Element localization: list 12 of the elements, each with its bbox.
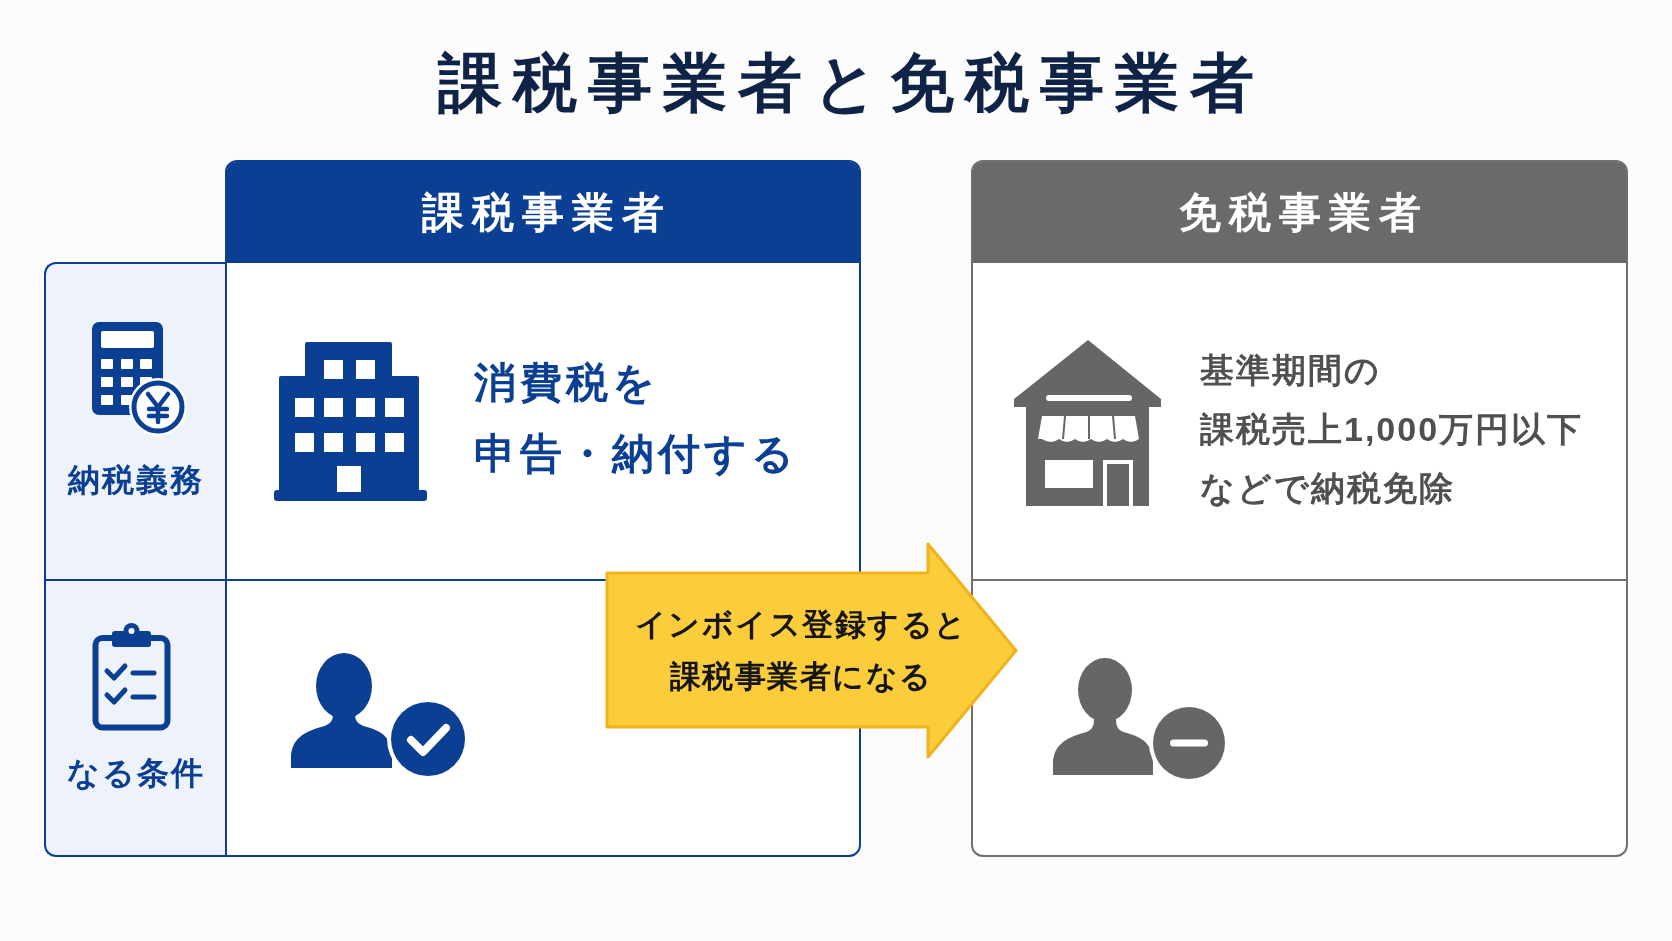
block-arrow (605, 542, 1018, 759)
row-label: なる条件 (66, 754, 205, 793)
description-text: 消費税を申告・納付する (474, 358, 798, 479)
column-panel (971, 160, 1628, 857)
arrow-text: インボイス登録すると課税事業者になる (634, 606, 968, 696)
row-label: 納税義務 (67, 461, 204, 500)
row-header (44, 581, 225, 857)
column-header: 課税事業者 (227, 162, 859, 263)
diagram-title: 課税事業者と免税事業者 (437, 46, 1265, 121)
description-text: 基準期間の課税売上1,000万円以下などで納税免除 (1200, 350, 1584, 509)
column-header: 免税事業者 (973, 162, 1626, 263)
row-header (44, 262, 225, 581)
